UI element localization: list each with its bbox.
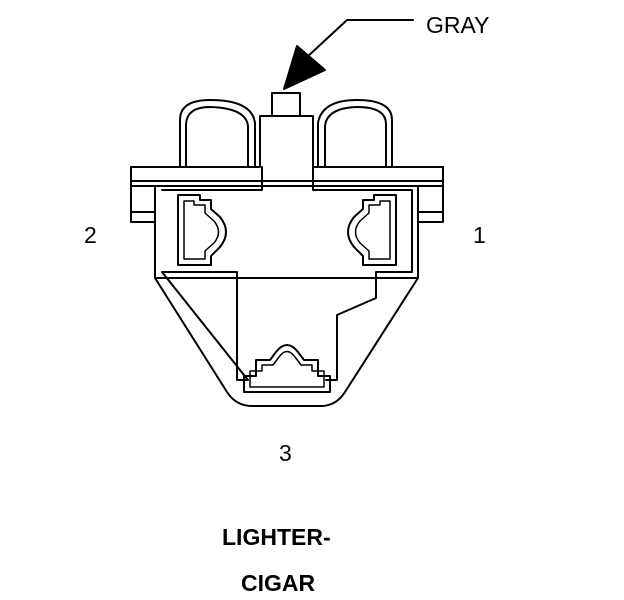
bottom-terminal-inner [249, 350, 325, 388]
gray-terminal-nub [271, 92, 301, 117]
left-latch-loop [179, 99, 256, 168]
left-terminal-inner [183, 200, 220, 260]
callout-leader-line [305, 19, 414, 59]
right-terminal-inner [354, 200, 391, 260]
right-latch-loop [317, 99, 393, 168]
left-terminal-cavity [177, 194, 227, 266]
right-latch-loop-inner [324, 106, 387, 168]
diagram-title-line-2: CIGAR [241, 570, 316, 596]
pin-label-2: 2 [84, 222, 97, 248]
connector-body-outline [154, 185, 419, 407]
callout-arrowhead [283, 45, 326, 90]
pin-label-1: 1 [473, 222, 486, 248]
right-terminal-cavity [347, 194, 397, 266]
flange [130, 115, 444, 187]
cavity-outline [161, 166, 413, 381]
callout-label-gray: GRAY [426, 12, 490, 38]
left-latch-loop-inner [185, 106, 249, 168]
diagram-title-line-1: LIGHTER- [222, 524, 331, 550]
pin-label-3: 3 [279, 440, 292, 466]
bottom-terminal-cavity [243, 344, 331, 393]
right-side-tab [417, 185, 444, 223]
left-side-tab [130, 185, 156, 223]
